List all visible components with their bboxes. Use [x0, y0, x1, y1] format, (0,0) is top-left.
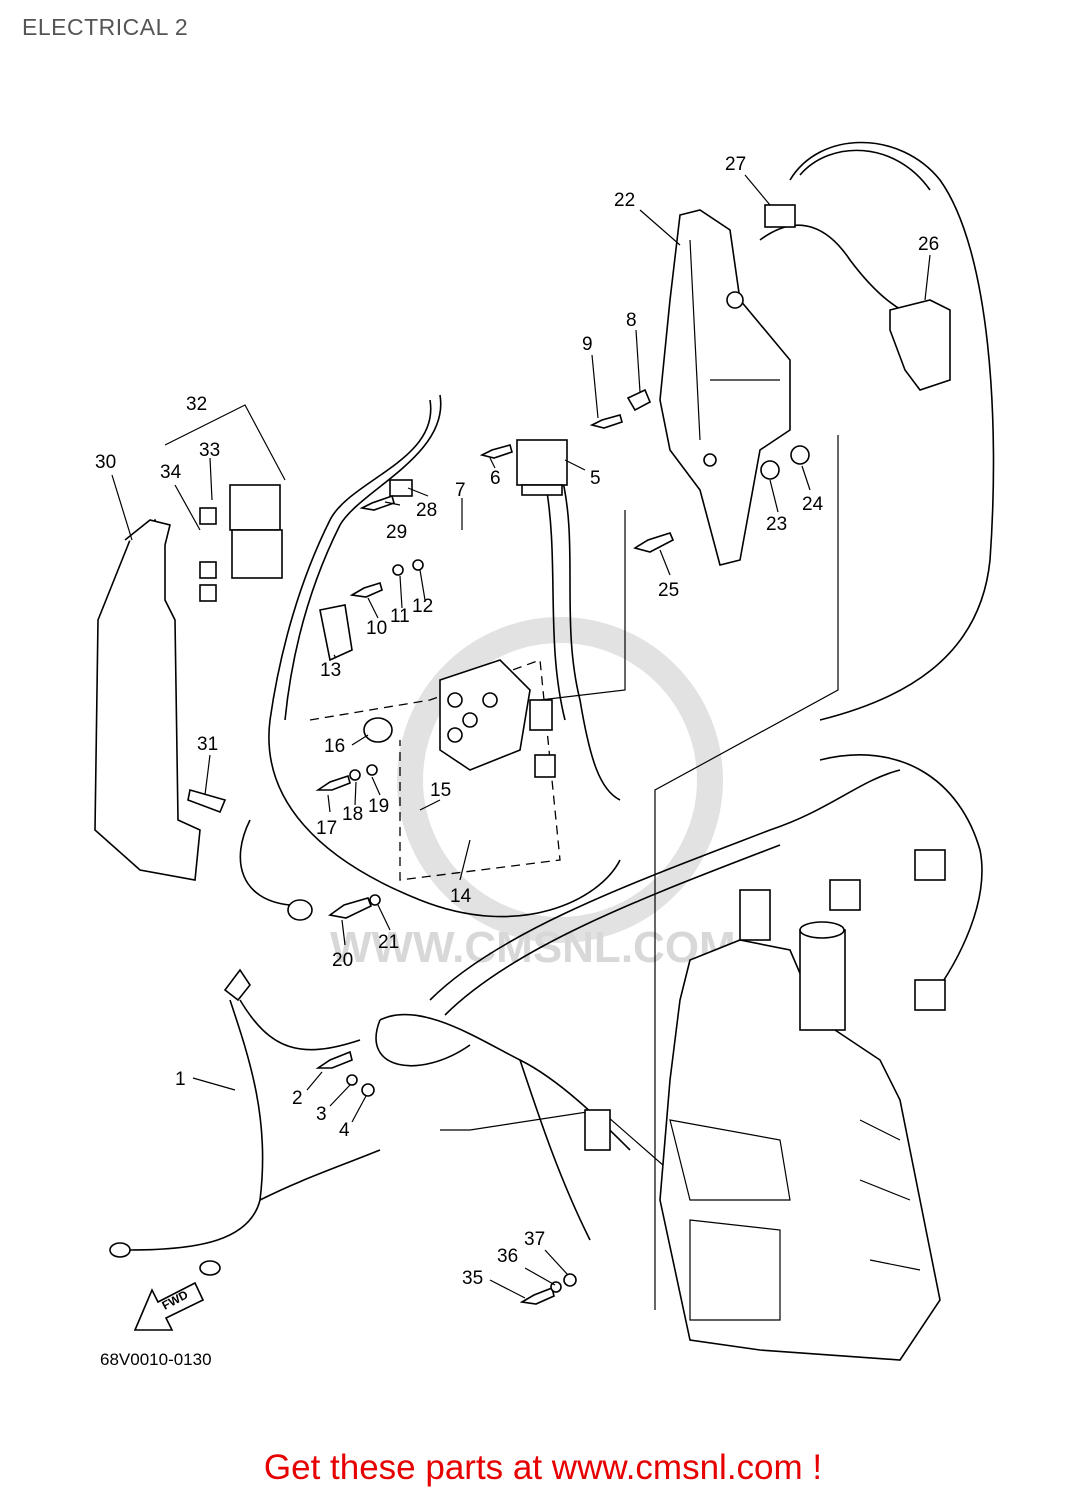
callout-4: 4: [339, 1120, 350, 1141]
callout-16: 16: [324, 736, 345, 757]
small-components: [109, 204, 951, 1305]
callout-27: 27: [725, 154, 746, 175]
page-title: ELECTRICAL 2: [22, 14, 189, 40]
callout-10: 10: [366, 618, 387, 639]
watermark: WWW.CMSNL.COM: [330, 617, 736, 972]
callout-36: 36: [497, 1246, 518, 1267]
callout-13: 13: [320, 660, 341, 681]
callout-33: 33: [199, 440, 220, 461]
callout-21: 21: [378, 932, 399, 953]
callout-19: 19: [368, 796, 389, 817]
callout-22: 22: [614, 190, 635, 211]
callout-3: 3: [316, 1104, 327, 1125]
callout-35: 35: [462, 1268, 483, 1289]
callout-29: 29: [386, 522, 407, 543]
callout-31: 31: [197, 734, 218, 755]
bracket-22: [659, 209, 791, 566]
callout-2: 2: [292, 1088, 303, 1109]
callout-15: 15: [430, 780, 451, 801]
callout-6: 6: [490, 468, 501, 489]
leader-lines: [111, 174, 931, 1299]
fwd-arrow-icon: FWD: [133, 1281, 205, 1331]
footer-link[interactable]: Get these parts at www.cmsnl.com !: [263, 1448, 823, 1487]
callout-37: 37: [524, 1229, 545, 1250]
callout-8: 8: [626, 310, 637, 331]
callout-34: 34: [160, 462, 182, 483]
callout-12: 12: [412, 596, 433, 617]
callout-7: 7: [455, 480, 466, 501]
callout-26: 26: [918, 234, 939, 255]
cover-30: [94, 518, 201, 881]
callout-14: 14: [450, 886, 472, 907]
callout-24: 24: [802, 494, 824, 515]
callout-9: 9: [582, 334, 593, 355]
callout-11: 11: [390, 606, 410, 627]
callout-32: 32: [186, 394, 207, 415]
power-unit: [659, 889, 941, 1361]
callout-28: 28: [416, 500, 437, 521]
callout-30: 30: [95, 452, 116, 473]
callout-5: 5: [590, 468, 601, 489]
diagram-code: 68V0010-0130: [100, 1350, 212, 1369]
callout-18: 18: [342, 804, 363, 825]
watermark-text: WWW.CMSNL.COM: [330, 923, 736, 972]
callout-25: 25: [658, 580, 679, 601]
regulator-assembly: [439, 659, 556, 778]
callout-labels: 1 2 3 4 5 6 7 8 9 10 11 12 13 14 15 16 1…: [95, 154, 939, 1289]
callout-20: 20: [332, 950, 353, 971]
callout-1: 1: [175, 1069, 186, 1090]
callout-17: 17: [316, 818, 337, 839]
callout-23: 23: [766, 514, 787, 535]
assembly-outlines: [309, 435, 839, 1310]
